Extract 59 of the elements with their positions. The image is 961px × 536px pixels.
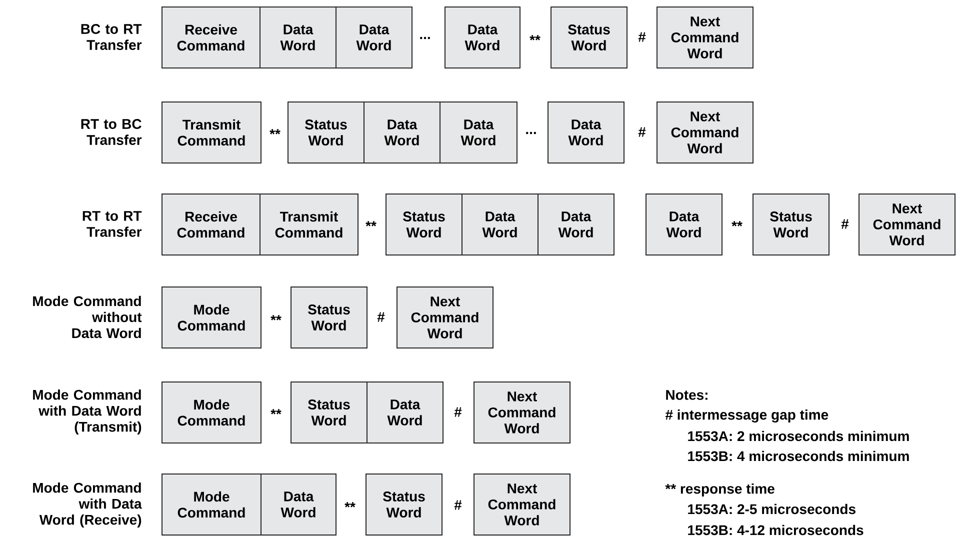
gap-mark: # [377,312,385,322]
word-box: Transmit Command [260,194,358,256]
word-box: Data Word [260,6,336,68]
word-box: Data Word [364,102,440,164]
word-box: Status Word [290,286,368,348]
word-box: Next Command Word [396,286,494,348]
response-mark: ** [270,315,282,320]
word-box: Data Word [538,194,614,256]
word-box: Next Command Word [474,474,570,536]
word-box: Data Word [646,194,722,256]
note-text: 1553A: 2 microseconds minimum [688,430,909,442]
word-box: Mode Command [162,474,262,536]
response-mark: ** [270,409,282,414]
word-box: Next Command Word [656,6,754,68]
note-text: 1553B: 4-12 microseconds [688,524,864,536]
word-box: Next Command Word [656,102,754,164]
response-mark: ** [366,221,376,226]
row-label: Mode Command with Data Word (Transmit) [33,389,142,435]
note-text: 1553B: 4 microseconds minimum [688,450,909,462]
word-box: Status Word [366,474,442,536]
word-box: Data Word [260,474,336,536]
gap-mark: # [638,127,646,137]
word-box: Mode Command [162,286,262,348]
word-box: Receive Command [162,194,260,256]
word-box: Data Word [548,102,624,164]
word-box: Status Word [550,6,628,68]
note-text: ** response time [665,483,774,497]
note-text: 1553A: 2-5 microseconds [688,504,856,514]
notes-heading: Notes: [666,390,708,400]
ellipsis: ... [526,132,536,134]
word-box: Data Word [366,382,444,444]
gap-mark: # [638,32,646,42]
gap-mark: # [841,219,849,229]
row-label: RT to RT Transfer [82,211,142,237]
word-box: Next Command Word [858,194,956,256]
gap-mark: # [454,407,462,417]
word-box: Data Word [444,6,520,68]
word-box: Transmit Command [162,102,262,164]
word-box: Status Word [386,194,462,256]
ellipsis: ... [420,36,430,40]
word-box: Status Word [288,102,364,164]
word-box: Receive Command [162,6,260,68]
row-label: RT to BC Transfer [81,119,142,145]
word-box: Data Word [440,102,518,164]
response-mark: ** [732,221,742,226]
row-label: BC to RT Transfer [81,24,142,50]
note-text: # intermessage gap time [665,409,828,423]
response-mark: ** [344,502,356,508]
gap-mark: # [454,500,462,510]
word-box: Data Word [462,194,538,256]
row-label: Mode Command without Data Word [33,296,142,338]
word-box: Status Word [290,382,368,444]
word-box: Status Word [752,194,830,256]
word-box: Next Command Word [474,382,570,444]
response-mark: ** [270,129,280,134]
response-mark: ** [530,35,540,40]
word-box: Data Word [336,6,412,68]
word-box: Mode Command [162,382,262,444]
row-label: Mode Command with Data Word (Receive) [33,482,142,528]
